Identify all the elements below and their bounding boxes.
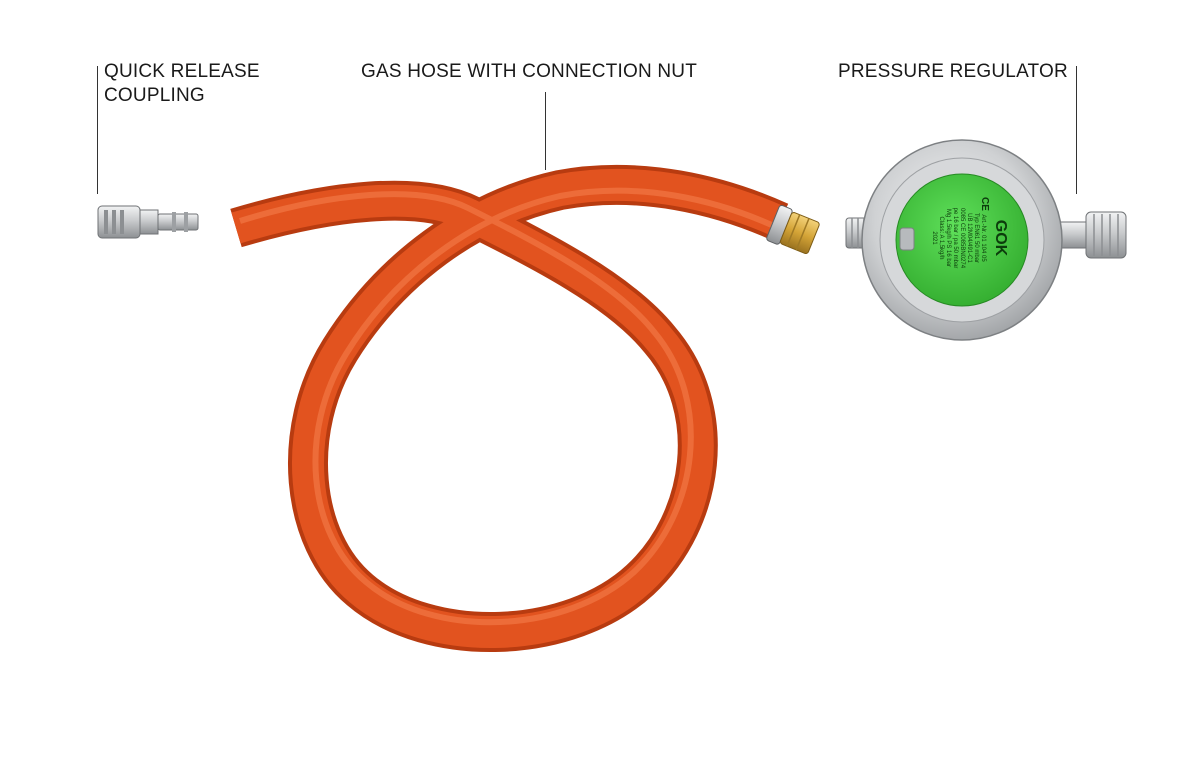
coupling-label-line2: COUPLING bbox=[104, 85, 205, 106]
regulator-line: Mg 1.5kg/h PS 16 bar bbox=[945, 209, 951, 267]
regulator-leader-line bbox=[1076, 66, 1077, 194]
regulator-line: 2021 bbox=[931, 231, 937, 245]
regulator-sticker: GOK CE Art.-Nr. 01 104 05 Typ EN61 50 mb… bbox=[931, 197, 1009, 269]
regulator-brand: GOK bbox=[992, 220, 1009, 257]
connection-nut bbox=[766, 204, 820, 255]
coupling-label: QUICK RELEASE COUPLING bbox=[104, 60, 260, 108]
hose-leader-line bbox=[545, 92, 546, 170]
regulator-label: PRESSURE REGULATOR bbox=[838, 61, 1068, 82]
regulator-line: Typ EN61 50 mbar bbox=[973, 213, 979, 263]
coupling-label-line1: QUICK RELEASE bbox=[104, 61, 260, 82]
regulator-line: Art.-Nr. 01 104 05 bbox=[980, 214, 986, 262]
regulator-line: pe 16 bar / pa 50 mbar bbox=[952, 208, 958, 269]
gas-hose bbox=[230, 164, 789, 653]
hose-label: GAS HOSE WITH CONNECTION NUT bbox=[361, 61, 697, 82]
pressure-regulator bbox=[845, 139, 1127, 341]
regulator-line: 0085 CE 0085BN0274 bbox=[959, 208, 965, 269]
regulator-line: UB 12M04/491-C1 bbox=[966, 213, 972, 263]
regulator-ce-mark: CE bbox=[979, 197, 990, 211]
quick-release-coupling bbox=[97, 205, 199, 239]
regulator-line: Class: A 1,5kg/h bbox=[938, 216, 944, 259]
coupling-leader-line bbox=[97, 66, 98, 194]
